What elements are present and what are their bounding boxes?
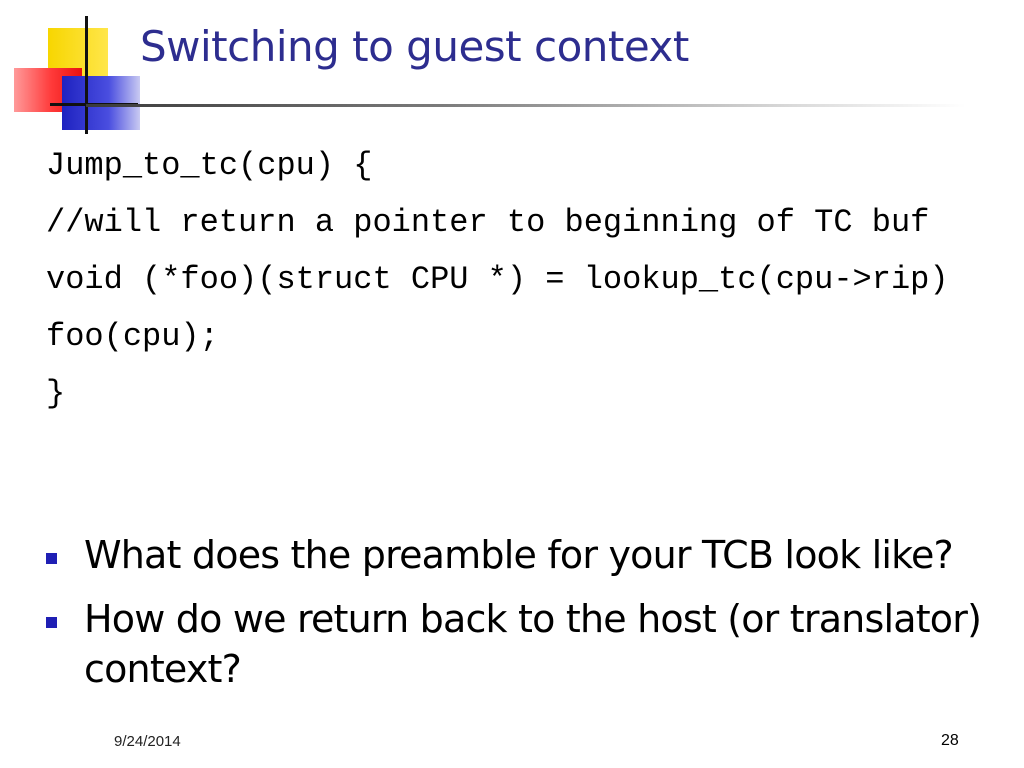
bullet-text: What does the preamble for your TCB look… <box>84 533 954 577</box>
code-line: Jump_to_tc(cpu) { <box>46 147 373 184</box>
square-bullet-icon <box>46 553 57 564</box>
logo-vertical-line <box>85 16 88 134</box>
bullet-text: How do we return back to the host (or tr… <box>84 597 982 691</box>
title-underline <box>86 104 966 107</box>
code-line: //will return a pointer to beginning of … <box>46 204 930 241</box>
footer-date: 9/24/2014 <box>114 733 181 750</box>
code-line: } <box>46 375 66 412</box>
slide-logo-decoration <box>0 0 140 140</box>
slide-title: Switching to guest context <box>140 22 689 71</box>
code-block: Jump_to_tc(cpu) { //will return a pointe… <box>46 142 986 427</box>
bullet-item: How do we return back to the host (or tr… <box>46 594 986 694</box>
code-line: foo(cpu); <box>46 318 219 355</box>
code-line: void (*foo)(struct CPU *) = lookup_tc(cp… <box>46 261 949 298</box>
square-bullet-icon <box>46 617 57 628</box>
page-number: 28 <box>941 732 959 749</box>
bullet-list: What does the preamble for your TCB look… <box>46 530 986 708</box>
bullet-item: What does the preamble for your TCB look… <box>46 530 986 580</box>
